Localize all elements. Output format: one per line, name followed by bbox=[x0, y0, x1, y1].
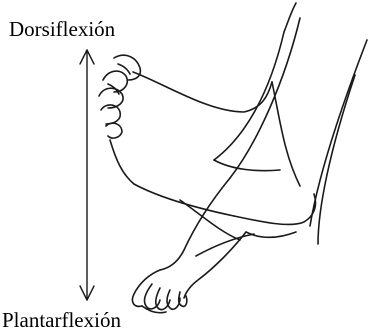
range-of-motion-arrow bbox=[80, 50, 94, 300]
dorsiflexion-label: Dorsiflexión bbox=[9, 19, 115, 40]
plantarflexion-label: Plantarflexión bbox=[2, 310, 121, 331]
dorsiflexed-foot bbox=[99, 55, 316, 224]
plantarflexed-foot bbox=[132, 178, 296, 313]
lower-leg bbox=[214, 3, 367, 244]
